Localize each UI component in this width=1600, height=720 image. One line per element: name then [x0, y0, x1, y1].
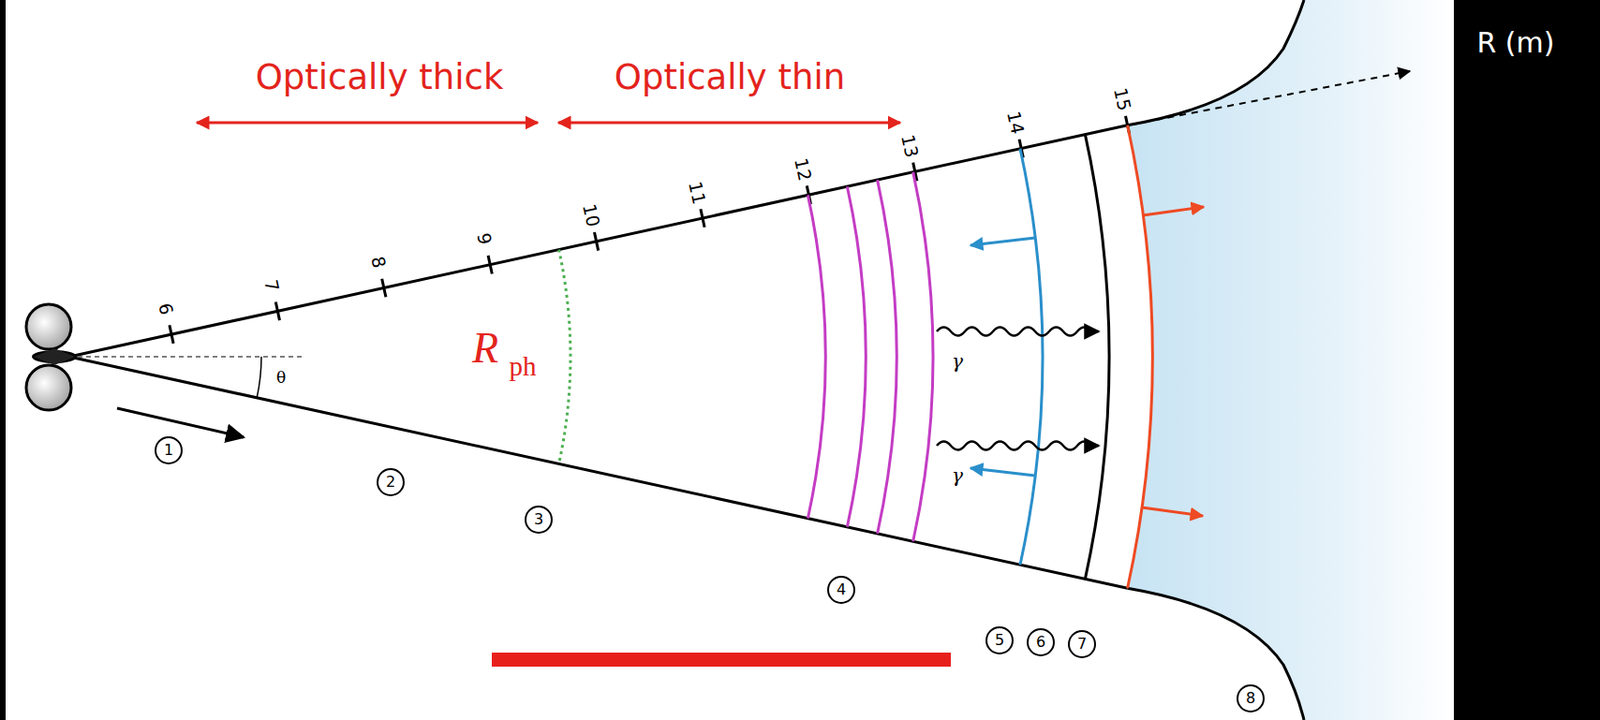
top-bracket-arrow — [196, 121, 538, 125]
radius-symbol: R — [472, 326, 499, 371]
axis-ticks — [169, 116, 1130, 344]
callout-number: 4 — [827, 576, 856, 605]
central-engine — [26, 304, 77, 411]
callout-number: 3 — [524, 505, 553, 534]
reverse-shock-arc — [1020, 148, 1043, 565]
radius-axis — [1131, 71, 1410, 125]
jet-edge — [69, 125, 1128, 357]
tick-label: 14 — [1004, 109, 1027, 136]
callout-number: 8 — [1236, 684, 1265, 713]
callout-number: 5 — [985, 626, 1014, 655]
tick-label: 15 — [1111, 86, 1134, 113]
theta-reference — [69, 355, 305, 358]
tick-label: 10 — [579, 203, 603, 230]
callout-number: 6 — [1026, 628, 1055, 657]
reverse-shock-arrow — [970, 237, 1036, 246]
flow-arrow — [117, 408, 244, 438]
tick-label: 12 — [792, 156, 815, 183]
photon-label: γ — [951, 352, 963, 371]
region-label: Optically thick — [255, 59, 504, 95]
callout-number: 7 — [1067, 630, 1097, 659]
axis-label: R (m) — [1476, 29, 1555, 58]
internal-shock-arcs — [807, 172, 934, 542]
photosphere-arc — [559, 250, 571, 465]
forward-shock-arrow — [1141, 507, 1203, 517]
tick-label: 9 — [474, 231, 495, 247]
tick-label: 13 — [898, 133, 921, 160]
forward-shock-arrow — [1142, 207, 1204, 216]
ambient-medium — [1127, 0, 1454, 720]
tick-label: 11 — [685, 179, 709, 207]
photon-label: γ — [951, 466, 963, 486]
tick-label: 7 — [262, 278, 282, 294]
region-label: Optically thin — [614, 59, 845, 95]
forward-shock-arc — [1127, 125, 1154, 590]
jet-flare — [1127, 0, 1304, 126]
tick-label: 6 — [155, 301, 176, 317]
theta-arc — [256, 356, 262, 399]
radius-subscript: ph — [509, 353, 537, 381]
top-bracket-arrow — [558, 121, 901, 125]
contact-discontinuity — [1084, 134, 1110, 580]
scale-bar — [491, 652, 951, 667]
jet-edge — [69, 356, 1128, 589]
callout-number: 1 — [154, 436, 183, 465]
angle-label: θ — [276, 370, 286, 386]
tick-label: 8 — [368, 254, 388, 270]
photon-wave — [936, 327, 1099, 337]
reverse-shock-arrow — [970, 468, 1036, 476]
callout-number: 2 — [376, 468, 405, 497]
jet-flare — [1127, 588, 1304, 720]
photon-wave — [936, 442, 1099, 451]
